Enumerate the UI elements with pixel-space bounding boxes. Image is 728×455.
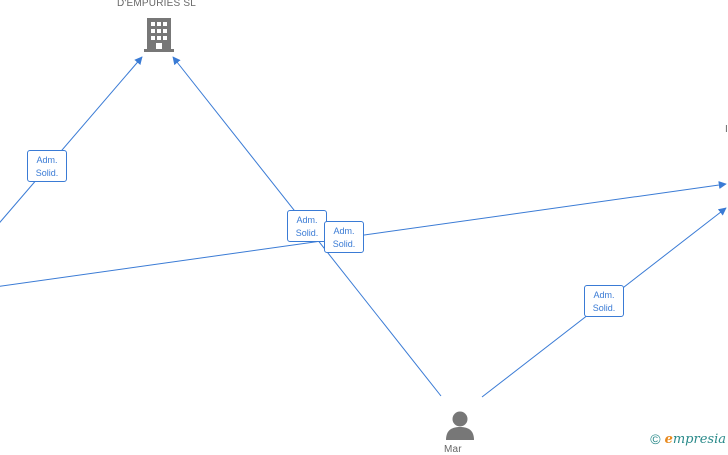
edge-label-left-company: Adm. Solid. [27, 150, 67, 182]
edge-label-line2: Solid. [332, 239, 356, 249]
building-icon[interactable] [144, 18, 174, 57]
edge-label-left-right: Adm. Solid. [324, 221, 364, 253]
edge-left-to-company [0, 56, 143, 223]
edge-label-line1: Adm. [36, 155, 58, 165]
edge-label-person-right: Adm. Solid. [584, 285, 624, 317]
empresia-watermark: © empresia [650, 431, 726, 447]
edge-label-line1: Adm. [296, 215, 318, 225]
edge-label-line1: Adm. [333, 226, 355, 236]
company-label[interactable]: D'EMPURIES SL [117, 0, 196, 9]
edge-label-person-company: Adm. Solid. [287, 210, 327, 242]
copyright-symbol: © [650, 431, 661, 447]
edge-label-line2: Solid. [295, 228, 319, 238]
edge-label-line2: Solid. [35, 168, 59, 178]
brand-rest: mpresia [672, 431, 726, 447]
brand-e: e [664, 431, 673, 447]
brand-logo: empresia [665, 432, 726, 447]
right-node-label[interactable]: I [725, 124, 728, 135]
person-icon[interactable] [445, 410, 475, 445]
edge-label-line2: Solid. [592, 303, 616, 313]
edge-label-line1: Adm. [593, 290, 615, 300]
